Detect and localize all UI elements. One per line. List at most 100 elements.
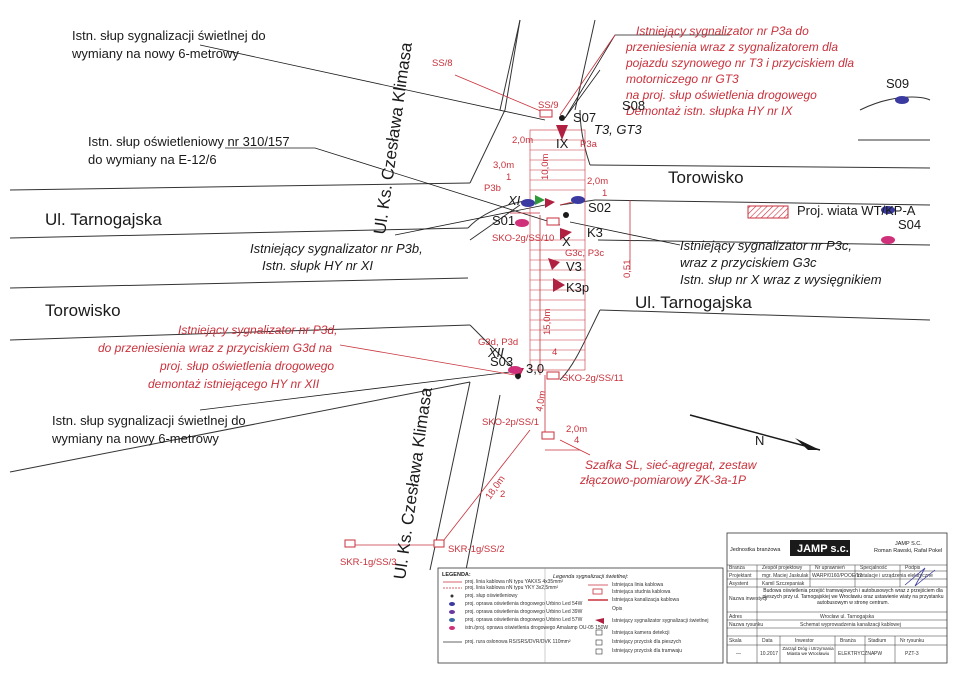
road-lines	[9, 19, 931, 576]
svg-text:Legenda sygnalizacji świetlnej: Legenda sygnalizacji świetlnej:	[553, 574, 629, 580]
svg-text:Asystent: Asystent	[729, 581, 749, 587]
svg-text:Specjalność: Specjalność	[860, 565, 887, 571]
signal-symbols	[512, 115, 572, 380]
svg-text:Data: Data	[762, 638, 773, 644]
svg-text:K3: K3	[587, 225, 603, 240]
svg-text:mgr. Maciej Jaskulak: mgr. Maciej Jaskulak	[762, 573, 809, 579]
svg-text:K3p: K3p	[566, 280, 589, 295]
svg-text:2,0m: 2,0m	[512, 135, 533, 146]
svg-text:istn./proj. oprawa oświetlenia: istn./proj. oprawa oświetlenia drogowego…	[465, 625, 608, 631]
svg-text:S07: S07	[573, 110, 596, 125]
svg-text:proj. rura osłonowa RS/SRS/DVR: proj. rura osłonowa RS/SRS/DVR/DVK 110mm…	[465, 639, 571, 645]
svg-text:IX: IX	[556, 136, 569, 151]
signature-mark	[904, 567, 936, 587]
svg-text:Istniejąca studnia kablowa: Istniejąca studnia kablowa	[612, 589, 671, 595]
svg-text:Projektant: Projektant	[729, 573, 752, 579]
red-callout-cabinet: Szafka SL, sieć-agregat, zestaw złączowo…	[579, 458, 758, 487]
svg-text:4: 4	[574, 435, 579, 446]
svg-text:X: X	[562, 234, 571, 249]
svg-text:Schemat wyprowadzenia kanaliza: Schemat wyprowadzenia kanalizacji kablow…	[800, 622, 901, 628]
svg-text:proj. słup oświetlenia drogowe: proj. słup oświetlenia drogowego	[159, 359, 334, 373]
svg-text:przeniesienia wraz z sygnaliza: przeniesienia wraz z sygnalizatorem dla	[625, 40, 838, 54]
red-callout-p3a: Istniejący sygnalizator nr P3a do przeni…	[625, 24, 854, 118]
red-leader-lines	[339, 34, 631, 546]
svg-text:Istniejący sygnalizator nr P3c: Istniejący sygnalizator nr P3c,	[680, 238, 852, 253]
svg-text:proj. linia kablowa nN typu YA: proj. linia kablowa nN typu YAKXS 4x35mm…	[465, 579, 564, 585]
svg-text:10,0m: 10,0m	[540, 154, 551, 180]
street-klimasa-top: Ul. Ks. Czesława Klimasa	[370, 41, 416, 236]
shelter-label: Proj. wiata WT/KP-A	[797, 203, 916, 218]
svg-text:Branża: Branża	[840, 638, 856, 644]
leader-lines	[199, 34, 730, 411]
svg-text:SKO-2g/SS/10: SKO-2g/SS/10	[492, 233, 554, 244]
svg-text:2,0m: 2,0m	[566, 424, 587, 435]
svg-text:WARP/0160/POOE/12: WARP/0160/POOE/12	[812, 573, 862, 579]
svg-text:Branża: Branża	[729, 565, 745, 571]
svg-text:Istn. słupk HY nr XI: Istn. słupk HY nr XI	[262, 258, 373, 273]
svg-text:Szafka SL, sieć-agregat, zesta: Szafka SL, sieć-agregat, zestaw	[585, 458, 758, 472]
svg-text:3,0: 3,0	[526, 361, 544, 376]
svg-text:JAMP S.C.: JAMP S.C.	[895, 541, 922, 547]
svg-text:S01: S01	[492, 213, 515, 228]
svg-text:do wymiany na E-12/6: do wymiany na E-12/6	[88, 152, 217, 167]
svg-text:pojazdu szynowego nr T3 i przy: pojazdu szynowego nr T3 i przyciskiem dl…	[625, 56, 854, 70]
svg-text:ELEKTRYCZNA: ELEKTRYCZNA	[838, 651, 875, 657]
svg-text:15,0m: 15,0m	[542, 309, 553, 335]
tram-crossing	[529, 129, 586, 371]
investor-text: Zarząd Dróg i Utrzymania Miasta we Wrocł…	[782, 646, 834, 656]
svg-text:Podpis: Podpis	[905, 565, 921, 571]
callout-bottom-left: Istn. słup sygnalizacji świetlnej do wym…	[51, 413, 246, 446]
company-logo: JAMP s.c.	[790, 540, 850, 556]
svg-text:Roman Rawski, Rafał Pokel: Roman Rawski, Rafał Pokel	[874, 548, 942, 554]
svg-text:LEGENDA:: LEGENDA:	[442, 572, 471, 578]
svg-text:—: —	[736, 651, 741, 657]
svg-text:Demontaż istn. słupka HY nr IX: Demontaż istn. słupka HY nr IX	[626, 104, 794, 118]
svg-text:Istn. słup nr X wraz z wysięgn: Istn. słup nr X wraz z wysięgnikiem	[680, 272, 882, 287]
svg-text:proj. linia kablowa nN typu YK: proj. linia kablowa nN typu YKY 3x2,5mm²	[465, 585, 559, 591]
investment-text: Budowa oświetlenia przejść tramwajowych …	[762, 588, 944, 606]
svg-text:proj. oprawa oświetlenia drogo: proj. oprawa oświetlenia drogowego Urbin…	[465, 609, 583, 615]
svg-text:G3d, P3d: G3d, P3d	[478, 337, 518, 348]
svg-text:PW: PW	[874, 651, 882, 657]
title-block: Jednostka branżowa JAMP s.c. JAMP S.C. R…	[726, 532, 948, 664]
svg-text:4: 4	[552, 347, 557, 358]
svg-text:Nr rysunku: Nr rysunku	[900, 638, 924, 644]
svg-text:P3b: P3b	[484, 183, 501, 194]
svg-text:S03: S03	[490, 354, 513, 369]
svg-text:Istniejący sygnalizator nr P3b: Istniejący sygnalizator nr P3b,	[250, 241, 423, 256]
svg-text:wraz z przyciskiem G3c: wraz z przyciskiem G3c	[680, 255, 817, 270]
svg-text:2: 2	[500, 489, 505, 500]
svg-text:do przeniesienia wraz z przyc: do przeniesienia wraz z przyciskiem G3d …	[98, 341, 332, 355]
north-arrow: N	[689, 414, 821, 451]
svg-text:Inwestor: Inwestor	[795, 638, 814, 644]
svg-text:instalacje i urządzenia elektr: instalacje i urządzenia elektryczne	[857, 573, 933, 579]
luminaires	[508, 96, 909, 374]
svg-text:Istniejący sygnalizator sygnal: Istniejący sygnalizator sygnalizacji świ…	[612, 618, 708, 624]
svg-text:Wrocław ul. Tarnogajska: Wrocław ul. Tarnogajska	[820, 614, 874, 620]
svg-text:S02: S02	[588, 200, 611, 215]
svg-text:S09: S09	[886, 76, 909, 91]
svg-text:S08: S08	[622, 98, 645, 113]
bus-shelter-symbol	[747, 205, 789, 219]
torowisko-left: Torowisko	[45, 301, 121, 320]
svg-text:złączowo-pomiarowy ZK-3a-1P: złączowo-pomiarowy ZK-3a-1P	[579, 473, 746, 487]
svg-text:Nazwa rysunku: Nazwa rysunku	[729, 622, 763, 628]
svg-text:Istniejący sygnalizator nr P3d: Istniejący sygnalizator nr P3d,	[178, 323, 337, 337]
svg-text:Zespół projektowy: Zespół projektowy	[762, 565, 803, 571]
callout-top-left: Istn. słup sygnalizacji świetlnej do wym…	[71, 28, 266, 61]
legend: LEGENDA: Legenda sygnalizacji świetlnej:…	[437, 567, 724, 664]
svg-text:Kamil Szczepaniak: Kamil Szczepaniak	[762, 581, 805, 587]
svg-text:10.2017: 10.2017	[760, 651, 778, 657]
callout-p3c: Istniejący sygnalizator nr P3c, wraz z p…	[680, 238, 882, 287]
svg-text:4,0m: 4,0m	[534, 390, 549, 413]
callout-mid-left: Istn. słup oświetleniowy nr 310/157 do w…	[88, 134, 290, 167]
svg-text:Jednostka branżowa: Jednostka branżowa	[730, 547, 781, 553]
svg-text:XI: XI	[507, 193, 521, 208]
svg-text:Nr uprawnień: Nr uprawnień	[815, 565, 845, 571]
svg-text:Stadium: Stadium	[868, 638, 886, 644]
svg-text:PZT-3: PZT-3	[905, 651, 919, 657]
svg-text:na proj. słup oświetlenia drog: na proj. słup oświetlenia drogowego	[626, 88, 817, 102]
svg-text:Opis: Opis	[612, 606, 623, 612]
svg-text:proj. oprawa oświetlenia drogo: proj. oprawa oświetlenia drogowego Urbin…	[465, 617, 583, 623]
